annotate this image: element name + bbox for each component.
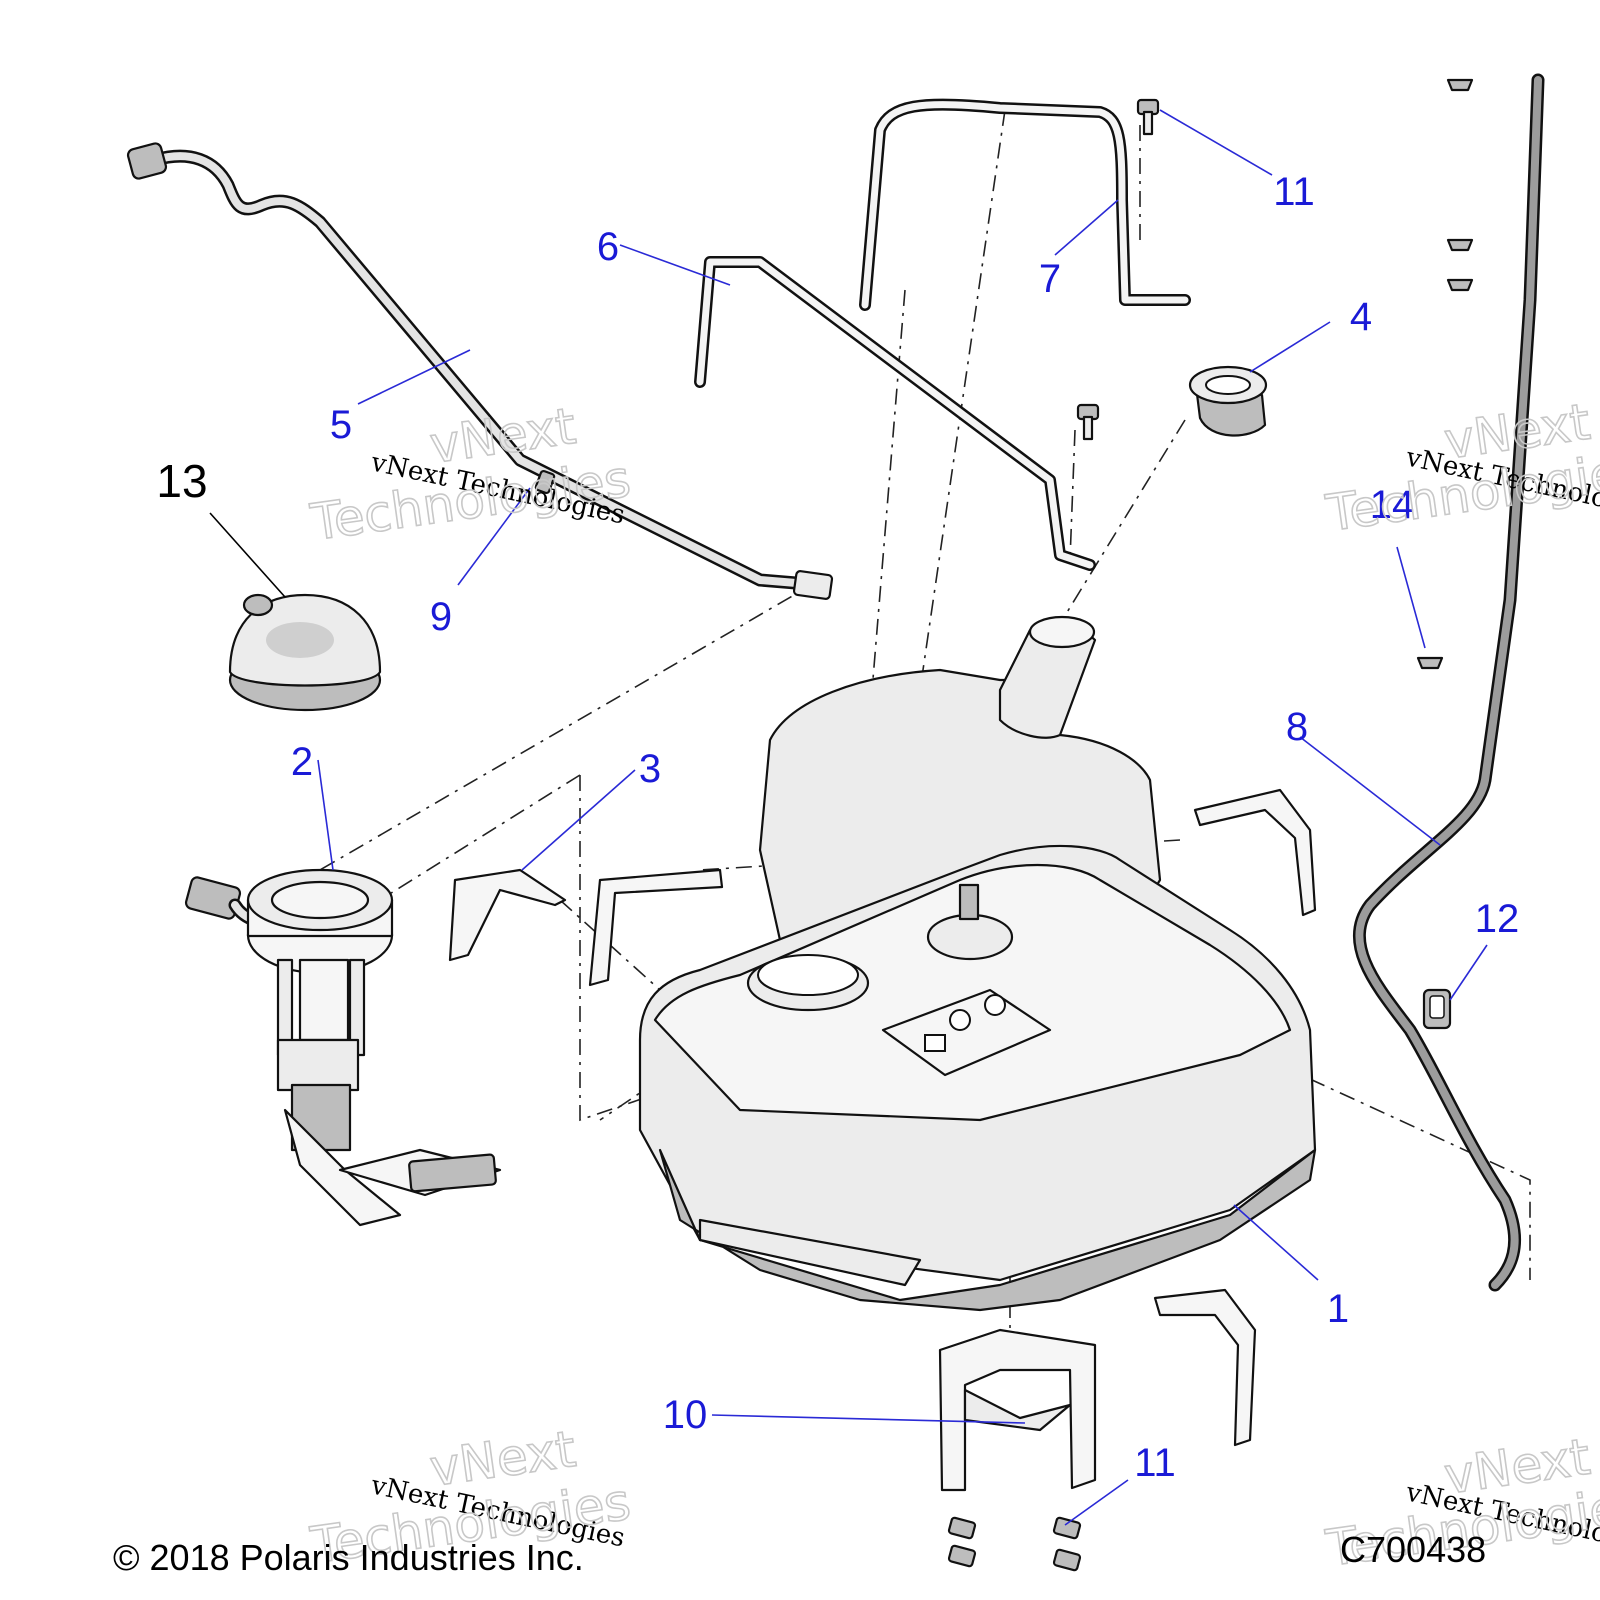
watermark-outline-bottom: Technologies: [1322, 441, 1600, 543]
watermark-right: vNext vNext Technologies Technologies: [1321, 392, 1600, 544]
vent-tube-assembly: [126, 142, 834, 600]
watermark-outline-top: vNext: [1441, 1428, 1594, 1506]
watermark-outline-bottom: Technologies: [307, 450, 634, 552]
callout-13: 13: [156, 455, 207, 507]
pump-cover: [228, 593, 382, 712]
callout-3: 3: [639, 747, 661, 791]
tank-pads: [448, 788, 1317, 1447]
hose-clip: [534, 469, 556, 495]
lock-ring: [1188, 365, 1268, 437]
callout-9: 9: [430, 595, 452, 639]
callout-2: 2: [291, 740, 313, 784]
figure-id: C700438: [1340, 1529, 1487, 1570]
bolt-strap: [1076, 403, 1100, 441]
callout-5: 5: [330, 403, 352, 447]
front-tank-strap: [694, 256, 1096, 571]
fuel-pump-assembly: [184, 868, 502, 1227]
fuel-tank: [638, 615, 1317, 1312]
callout-11-top: 11: [1273, 170, 1315, 214]
callout-6: 6: [597, 225, 619, 269]
leader-lines: [209, 109, 1488, 1526]
callout-4: 4: [1350, 295, 1372, 339]
callout-8: 8: [1286, 705, 1308, 749]
watermark-outline-top: vNext: [426, 1420, 579, 1498]
callout-10: 10: [663, 1393, 708, 1437]
callout-14: 14: [1370, 483, 1415, 527]
callout-7: 7: [1039, 257, 1061, 301]
screws: [1416, 78, 1474, 670]
callout-12: 12: [1475, 897, 1520, 941]
bolts-bottom: [947, 1516, 1082, 1572]
watermark-text: vNext Technologies: [1403, 442, 1600, 525]
rear-tank-strap: [859, 98, 1191, 311]
copyright-text: © 2018 Polaris Industries Inc.: [113, 1537, 584, 1578]
callout-1: 1: [1327, 1287, 1349, 1331]
vent-hose: [1352, 73, 1545, 1292]
bolt-top: [1136, 98, 1160, 136]
watermark-center: vNext vNext Technologies Technologies: [306, 396, 635, 553]
tank-bracket: [938, 1328, 1097, 1492]
hose-clamp: [1422, 988, 1452, 1030]
callout-11-bottom: 11: [1134, 1441, 1176, 1485]
